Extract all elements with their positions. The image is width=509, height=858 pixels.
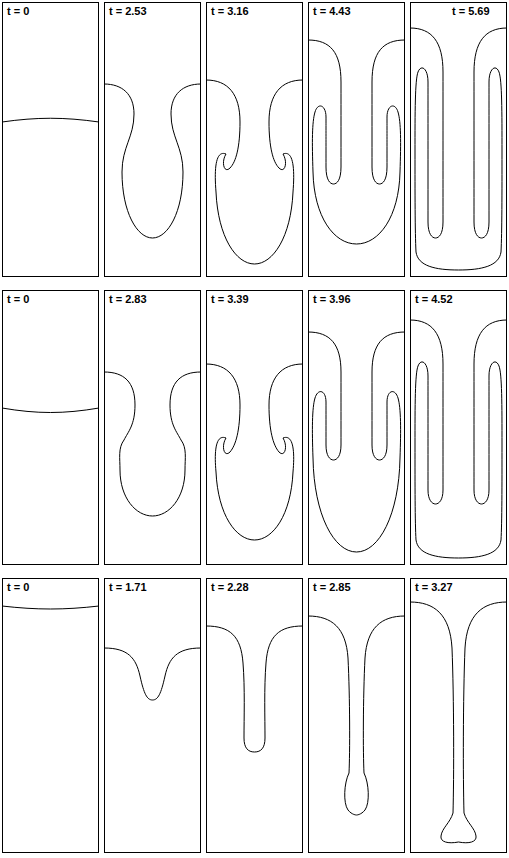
time-label: t = 2.83 bbox=[108, 293, 148, 305]
time-label: t = 5.69 bbox=[451, 5, 491, 17]
time-label: t = 3.16 bbox=[210, 5, 250, 17]
interface-curve bbox=[206, 364, 303, 540]
simulation-panel: t = 0 bbox=[2, 2, 99, 277]
interface-curve bbox=[308, 616, 405, 815]
time-label: t = 2.28 bbox=[210, 581, 250, 593]
time-label: t = 2.85 bbox=[312, 581, 352, 593]
simulation-panel: t = 2.53 bbox=[104, 2, 201, 277]
simulation-panel: t = 0 bbox=[2, 290, 99, 565]
interface-curve bbox=[410, 320, 507, 558]
interface-curve bbox=[206, 80, 303, 264]
interface-curve bbox=[410, 28, 507, 270]
interface-curve bbox=[308, 40, 405, 244]
time-label: t = 4.52 bbox=[414, 293, 454, 305]
time-label: t = 3.96 bbox=[312, 293, 352, 305]
interface-curve bbox=[104, 372, 201, 516]
time-label: t = 1.71 bbox=[108, 581, 148, 593]
simulation-panel: t = 2.83 bbox=[104, 290, 201, 565]
simulation-panel: t = 3.39 bbox=[206, 290, 303, 565]
interface-curve bbox=[2, 408, 99, 413]
simulation-panel: t = 3.96 bbox=[308, 290, 405, 565]
time-label: t = 4.43 bbox=[312, 5, 352, 17]
interface-curve bbox=[104, 84, 201, 238]
interface-curve bbox=[410, 602, 507, 843]
time-label: t = 3.27 bbox=[414, 581, 454, 593]
interface-curve bbox=[206, 626, 303, 752]
time-label: t = 0 bbox=[6, 581, 30, 593]
simulation-panel: t = 1.71 bbox=[104, 578, 201, 853]
time-label: t = 2.53 bbox=[108, 5, 148, 17]
simulation-panel: t = 0 bbox=[2, 578, 99, 853]
simulation-panel: t = 2.28 bbox=[206, 578, 303, 853]
time-label: t = 0 bbox=[6, 5, 30, 17]
simulation-panel: t = 5.69 bbox=[410, 2, 507, 277]
interface-curve bbox=[308, 332, 405, 552]
time-label: t = 0 bbox=[6, 293, 30, 305]
interface-curve bbox=[2, 118, 99, 122]
interface-curve bbox=[2, 606, 99, 609]
simulation-panel: t = 2.85 bbox=[308, 578, 405, 853]
interface-curve bbox=[104, 648, 201, 700]
simulation-panel: t = 4.43 bbox=[308, 2, 405, 277]
simulation-panel: t = 3.27 bbox=[410, 578, 507, 853]
simulation-panel: t = 4.52 bbox=[410, 290, 507, 565]
time-label: t = 3.39 bbox=[210, 293, 250, 305]
simulation-panel: t = 3.16 bbox=[206, 2, 303, 277]
